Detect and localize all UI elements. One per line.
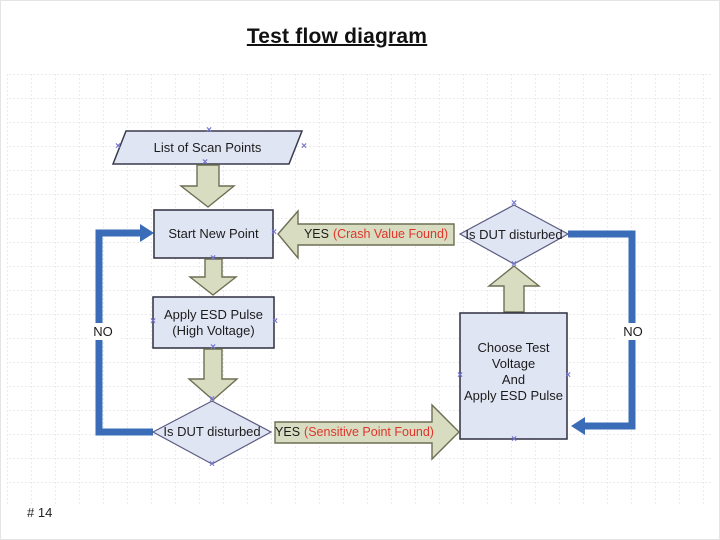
yes-sensitive-arrow-icon: [274, 403, 460, 461]
no-loop-right-arrowhead-icon: [571, 417, 585, 435]
node-choose-test-line1: Choose Test: [477, 340, 550, 355]
node-dut-disturbed-bottom-shape: [151, 400, 273, 465]
page-number: # 14: [27, 505, 53, 520]
arrow-down-3-icon: [187, 348, 239, 401]
node-dut-disturbed-bottom-label: Is DUT disturbed: [163, 424, 261, 439]
node-choose-test-line3: And: [501, 372, 526, 387]
node-apply-esd-line2: (High Voltage): [172, 322, 255, 338]
node-choose-test-line4: Apply ESD Pulse: [464, 388, 563, 403]
node-apply-esd-shape: [152, 296, 275, 349]
arrow-down-1-icon: [178, 164, 236, 208]
node-apply-esd-label: Apply ESD Pulse (High Voltage): [153, 297, 274, 348]
arrow-down-2-icon: [187, 258, 239, 296]
yes-sensitive-label: YES (Sensitive Point Found): [275, 421, 434, 443]
node-start-new-point-shape: [153, 209, 274, 259]
yes-sensitive-yes-text: YES: [275, 425, 301, 439]
yes-crash-yes-text: YES: [303, 227, 329, 241]
node-choose-test-shape: [459, 312, 568, 440]
yes-crash-note-text: (Crash Value Found): [332, 227, 449, 241]
arrow-up-icon: [487, 265, 541, 313]
no-loop-left-arrowhead-icon: [140, 224, 154, 242]
node-start-new-point-label: Start New Point: [168, 226, 259, 241]
node-apply-esd-line1: Apply ESD Pulse: [164, 306, 263, 322]
node-dut-disturbed-top-shape: [458, 204, 570, 265]
yes-crash-label: YES (Crash Value Found): [298, 223, 454, 245]
node-dut-disturbed-top-label: Is DUT disturbed: [465, 226, 563, 242]
yes-crash-arrow-icon: [277, 209, 455, 260]
no-left-label: NO: [87, 323, 119, 340]
yes-sensitive-note-text: (Sensitive Point Found): [304, 425, 434, 439]
node-scan-points-label: List of Scan Points: [153, 139, 262, 155]
node-choose-test-label: Choose Test Voltage And Apply ESD Pulse: [460, 313, 567, 431]
node-scan-points-shape: [111, 130, 304, 165]
node-choose-test-line2: Voltage: [491, 356, 536, 371]
page-title: Test flow diagram: [246, 25, 428, 48]
no-right-label: NO: [617, 323, 649, 340]
